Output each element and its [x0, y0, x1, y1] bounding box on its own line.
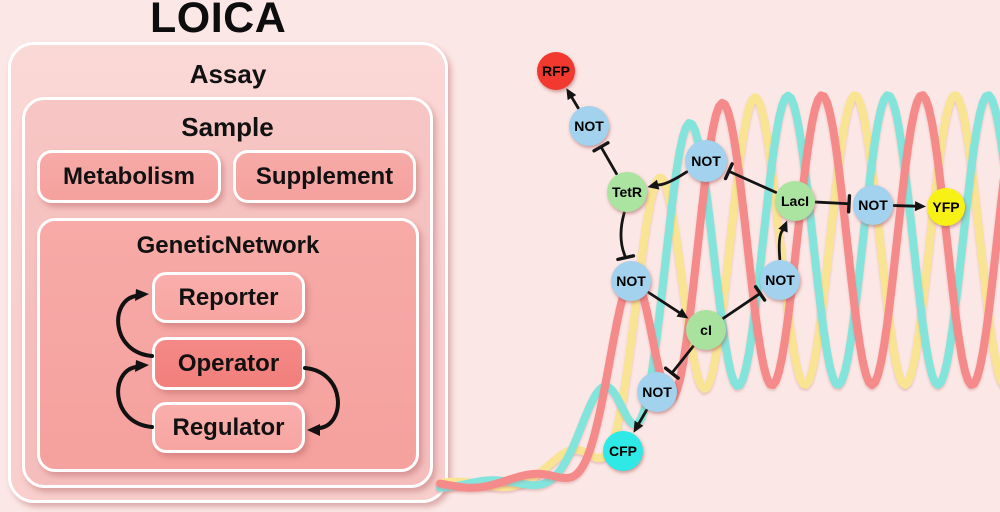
- assay-label: Assay: [189, 59, 267, 89]
- supplement-box: Supplement: [233, 150, 416, 203]
- arrowhead-not_c-yfp: [914, 201, 927, 212]
- edge-not_f-cfp: [636, 408, 648, 426]
- regulator-box: Regulator: [152, 402, 305, 453]
- operator-label: Operator: [177, 349, 280, 377]
- edge-ci-not_e: [722, 292, 762, 320]
- node-not_d: NOT: [611, 261, 651, 301]
- regulator-label: Regulator: [172, 413, 285, 441]
- arrowhead-not_d-ci: [676, 308, 689, 319]
- node-tetr: TetR: [607, 172, 647, 212]
- genetic-network-label: GeneticNetwork: [136, 232, 320, 259]
- node-cfp: CFP: [603, 431, 643, 471]
- operator-box: Operator: [152, 337, 305, 390]
- metabolism-box: Metabolism: [37, 150, 221, 203]
- edge-tetr-not_a: [599, 145, 618, 176]
- reporter-box: Reporter: [152, 272, 305, 323]
- arrowhead-not_b-tetr: [647, 179, 660, 190]
- node-rfp: RFP: [537, 52, 575, 90]
- node-yfp: YFP: [927, 188, 965, 226]
- node-not_b: NOT: [685, 140, 727, 182]
- edge-not_c-yfp: [892, 204, 918, 208]
- edge-ci-not_f: [670, 345, 695, 375]
- edge-not_b-tetr: [655, 170, 689, 187]
- metabolism-label: Metabolism: [62, 162, 196, 190]
- figure-title: LOICA: [150, 0, 287, 42]
- edge-not_a-rfp: [569, 95, 580, 110]
- edge-laci-not_b: [727, 169, 778, 194]
- repression-bar-laci-not_b: [723, 162, 734, 181]
- node-not_a: NOT: [569, 106, 609, 146]
- edge-not_d-ci: [647, 291, 682, 315]
- arrowhead-not_e-laci: [778, 220, 788, 233]
- reporter-label: Reporter: [178, 283, 279, 311]
- node-not_e: NOT: [760, 260, 800, 300]
- node-ci: cI: [686, 310, 726, 350]
- arrowhead-not_f-cfp: [633, 420, 644, 433]
- node-not_f: NOT: [637, 372, 677, 412]
- network-edges: [566, 88, 927, 433]
- repression-bar-laci-not_c: [846, 194, 852, 214]
- edge-tetr-not_d: [619, 211, 628, 259]
- edge-laci-not_c: [814, 200, 851, 206]
- arrowhead-not_a-rfp: [566, 88, 577, 101]
- node-not_c: NOT: [853, 185, 893, 225]
- node-laci: LacI: [775, 181, 815, 221]
- repression-bar-tetr-not_d: [616, 254, 636, 262]
- sample-label: Sample: [181, 112, 274, 142]
- edge-not_e-laci: [777, 228, 785, 261]
- supplement-label: Supplement: [255, 162, 394, 190]
